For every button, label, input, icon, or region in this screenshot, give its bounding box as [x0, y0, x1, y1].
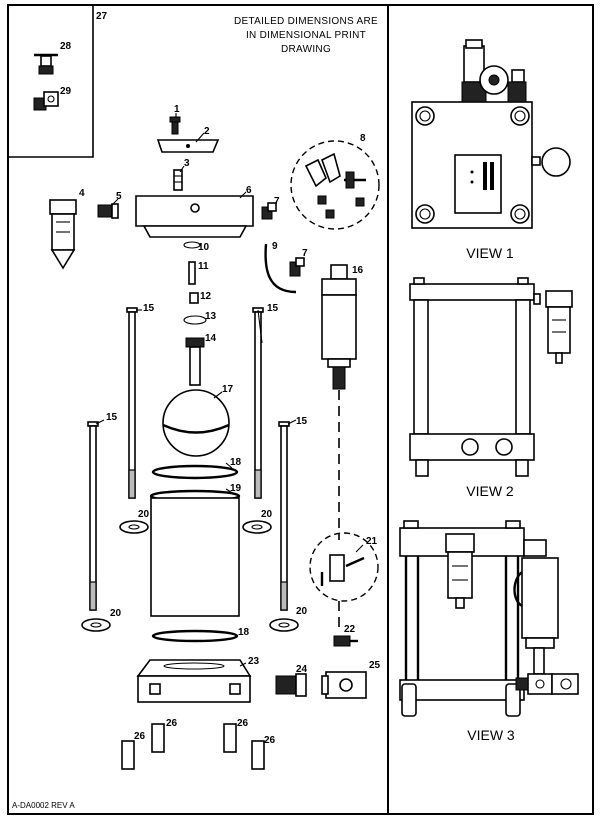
callout-22: 22: [344, 624, 356, 635]
part-22-pin: [333, 635, 358, 647]
callout-17: 17: [222, 384, 234, 395]
part-2-plate: [156, 139, 220, 153]
part-7-elbow-top: [261, 202, 277, 220]
callout-15-a: 15: [143, 303, 155, 314]
leader-lines: [95, 113, 364, 667]
callout-16: 16: [352, 265, 364, 276]
callout-18-top: 18: [230, 457, 242, 468]
part-29-elbow-fitting: [33, 91, 59, 111]
part-20-washer-3: [81, 618, 111, 632]
part-4-filter: [49, 199, 77, 270]
part-16-cylinder: [321, 264, 357, 540]
part-20-washer-2: [242, 520, 272, 534]
callout-7-top: 7: [274, 196, 280, 207]
callout-1: 1: [174, 104, 180, 115]
callout-26-b: 26: [166, 718, 178, 729]
callout-27: 27: [96, 11, 108, 22]
part-25-valve-body: [321, 671, 367, 699]
part-24-hex-nipple: [275, 673, 307, 697]
part-6-top-block: [135, 195, 254, 238]
part-20-washer-1: [119, 520, 149, 534]
callout-26-a: 26: [134, 731, 146, 742]
callout-13: 13: [205, 311, 217, 322]
part-26-foot-3: [223, 723, 237, 753]
callout-29: 29: [60, 86, 72, 97]
part-10-oring: [183, 241, 201, 249]
part-17-float-ball: [162, 389, 230, 457]
inset-box: [8, 5, 94, 158]
callout-28: 28: [60, 41, 72, 52]
part-28-valve: [34, 53, 58, 75]
callout-20-a: 20: [138, 509, 150, 520]
callout-15-d: 15: [296, 416, 308, 427]
callout-labels: 27 28 29 1 2 3 4 5 6 7 7 8 9 10 11 12 13…: [60, 11, 381, 746]
callout-15-b: 15: [267, 303, 279, 314]
part-18-gasket-top: [151, 464, 239, 480]
callout-10: 10: [198, 242, 210, 253]
callout-19: 19: [230, 483, 242, 494]
part-19-bowl: [149, 489, 241, 617]
callout-4: 4: [79, 188, 85, 199]
view-2-label: VIEW 2: [466, 483, 514, 499]
part-7-elbow-side: [289, 257, 305, 277]
callout-21: 21: [366, 536, 378, 547]
callout-15-c: 15: [106, 412, 118, 423]
callout-7-side: 7: [302, 248, 308, 259]
part-9-tube: [264, 243, 297, 294]
part-13-oring: [183, 315, 207, 325]
part-26-foot-4: [251, 740, 265, 770]
part-21-clevis-kit: [309, 532, 379, 630]
part-26-foot-1: [121, 740, 135, 770]
part-14-float-rod: [185, 337, 205, 386]
callout-12: 12: [200, 291, 212, 302]
part-23-base: [136, 659, 252, 703]
callout-5: 5: [116, 191, 122, 202]
callout-2: 2: [204, 126, 210, 137]
view-2-drawing: [409, 277, 573, 477]
part-11-stem: [188, 261, 196, 285]
callout-3: 3: [184, 158, 190, 169]
part-3-fitting: [173, 169, 183, 191]
part-26-foot-2: [151, 723, 165, 753]
view-1-label: VIEW 1: [466, 245, 514, 261]
view-3-drawing: [399, 520, 579, 717]
note-line-3: DRAWING: [281, 44, 331, 55]
view-1-drawing: [411, 39, 571, 229]
part-20-washer-4: [269, 618, 299, 632]
callout-14: 14: [205, 333, 217, 344]
callout-26-c: 26: [237, 718, 249, 729]
callout-8: 8: [360, 133, 366, 144]
sheet-border: [7, 4, 594, 815]
callout-20-d: 20: [296, 606, 308, 617]
drawing-number: A-DA0002 REV A: [12, 801, 75, 810]
callout-18-bottom: 18: [238, 627, 250, 638]
callout-11: 11: [198, 261, 209, 272]
callout-26-d: 26: [264, 735, 276, 746]
callout-23: 23: [248, 656, 260, 667]
part-15-tie-rod-4: [278, 421, 290, 611]
callout-20-c: 20: [110, 608, 122, 619]
callout-24: 24: [296, 664, 308, 675]
part-15-tie-rod-3: [87, 421, 99, 611]
part-1-screw: [169, 116, 181, 135]
callout-25: 25: [369, 660, 381, 671]
callout-9: 9: [272, 241, 278, 252]
view-3-label: VIEW 3: [467, 727, 515, 743]
part-18-gasket-bottom: [151, 629, 239, 643]
part-12-bushing: [189, 292, 199, 304]
callout-6: 6: [246, 185, 252, 196]
part-8-bracket-kit: [290, 140, 380, 230]
callout-20-b: 20: [261, 509, 273, 520]
note-line-1: DETAILED DIMENSIONS ARE: [234, 16, 378, 27]
part-15-tie-rod-1: [126, 307, 138, 499]
part-5-nipple: [97, 203, 119, 219]
note-line-2: IN DIMENSIONAL PRINT: [246, 30, 366, 41]
